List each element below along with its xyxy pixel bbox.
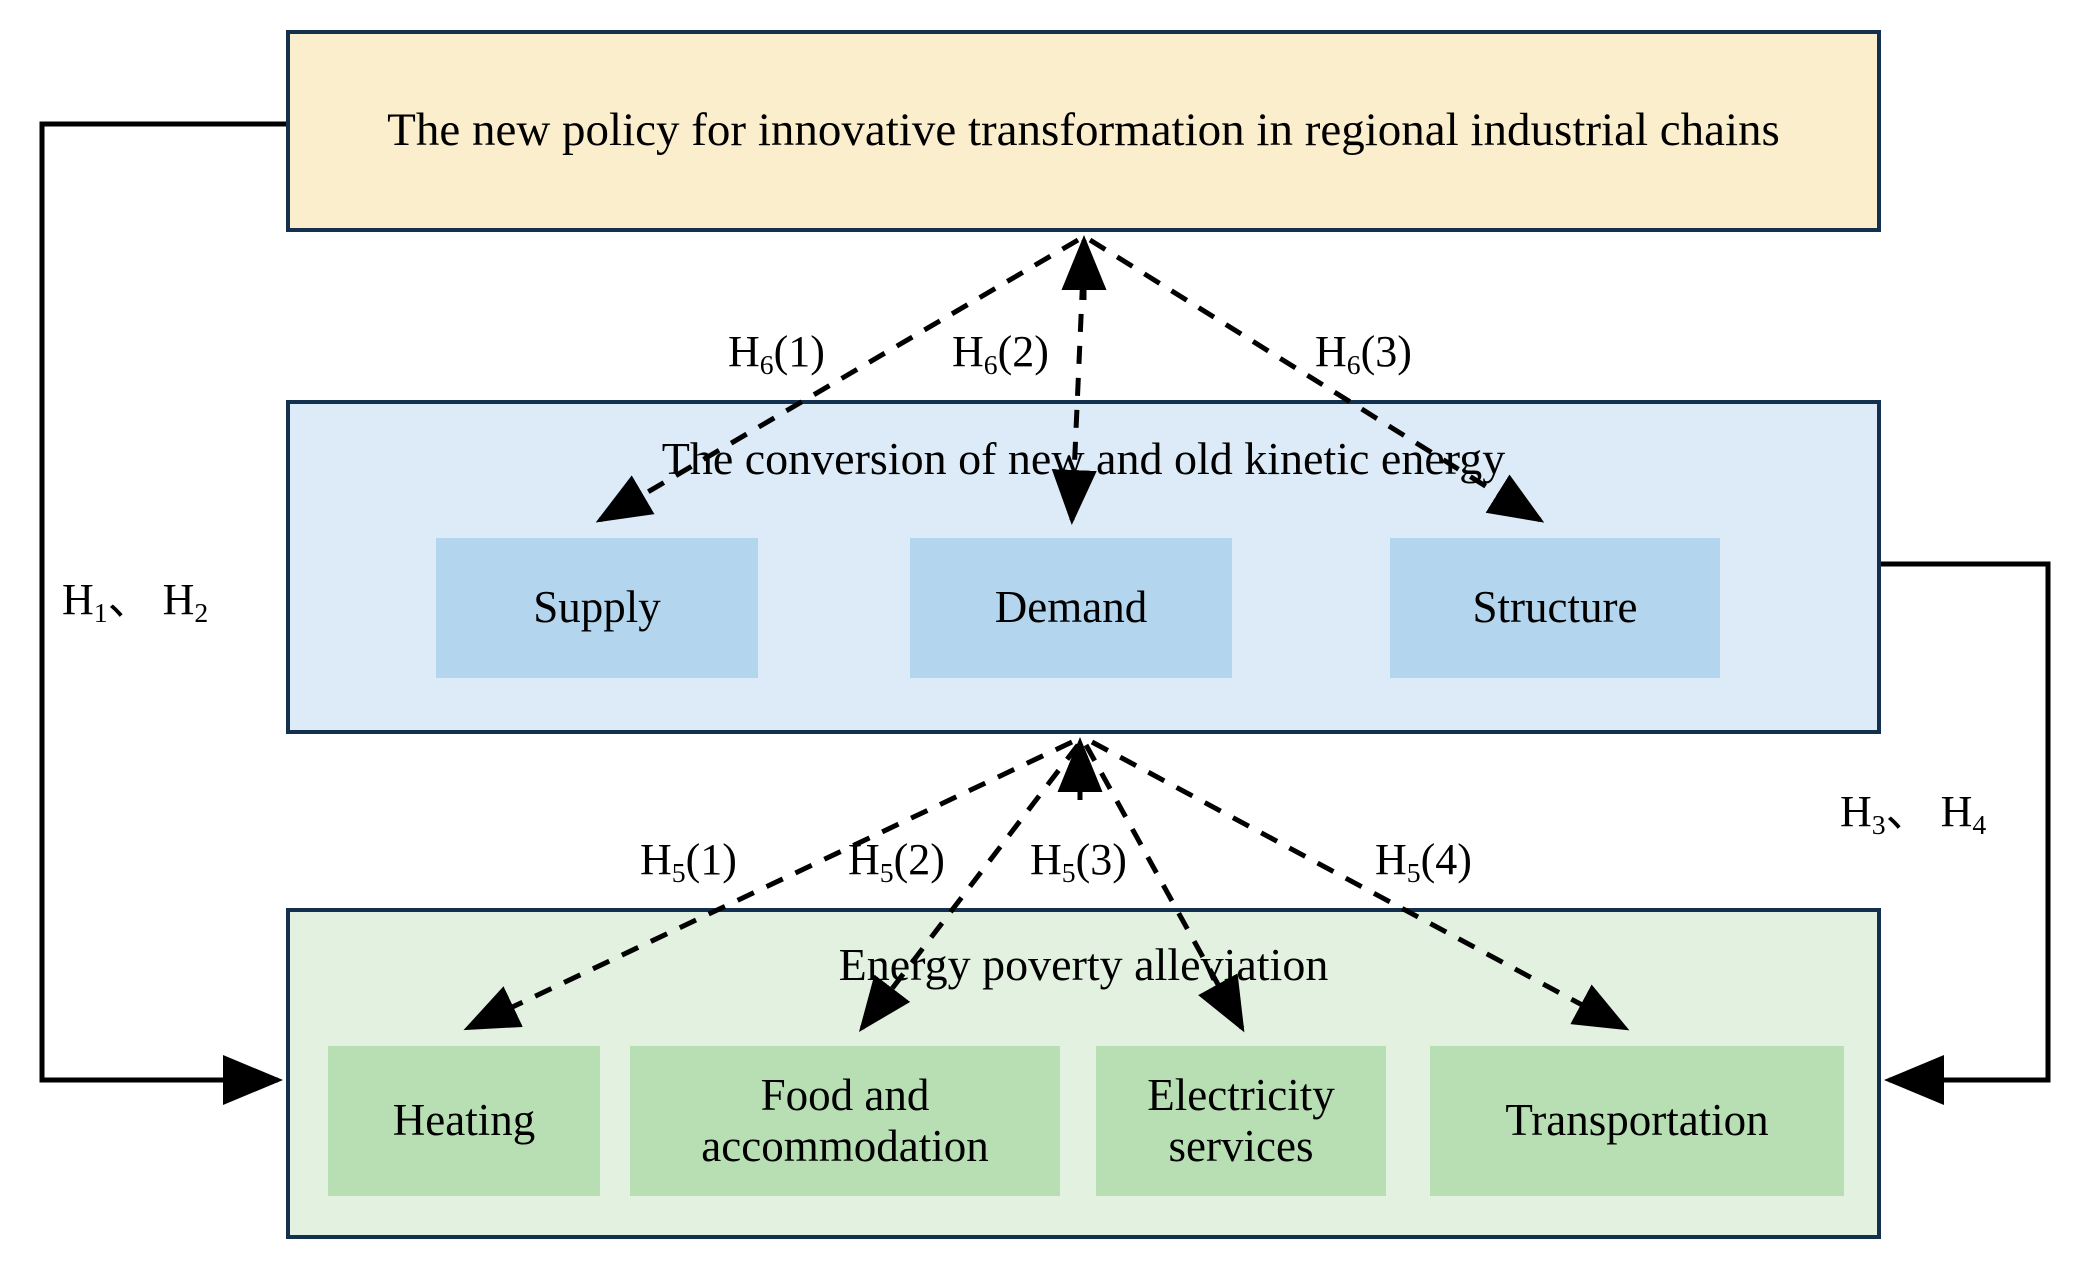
poverty-box-transportation[interactable]: Transportation (1430, 1046, 1844, 1196)
hypothesis-label-h1-h2: H1、 H2 (62, 575, 209, 628)
kinetic-box-demand-label: Demand (994, 582, 1148, 633)
hypothesis-label-h5-4: H5(4) (1375, 835, 1472, 888)
poverty-box-food-and-accommodation-label: Food and accommodation (701, 1069, 989, 1171)
hypothesis-label-h3-h4: H3、 H4 (1840, 787, 1987, 840)
policy-title: The new policy for innovative transforma… (387, 104, 1780, 157)
energy-poverty-title: Energy poverty alleviation (838, 939, 1329, 990)
kinetic-box-structure-label: Structure (1472, 582, 1638, 633)
hypothesis-label-h5-2: H5(2) (848, 835, 945, 888)
h5-1-sub: 5 (671, 856, 686, 888)
h1-h2-separator: 、 (107, 575, 152, 624)
h4-sub: 4 (1972, 808, 1987, 840)
h6-2-sub: 6 (983, 348, 998, 380)
kinetic-box-supply-label: Supply (533, 582, 661, 633)
kinetic-box-supply[interactable]: Supply (436, 538, 758, 678)
h6-1-suffix: (1) (773, 327, 825, 376)
h5-2-sub: 5 (879, 856, 894, 888)
h5-2-base: H (848, 835, 880, 884)
poverty-box-food-and-accommodation[interactable]: Food and accommodation (630, 1046, 1060, 1196)
h6-2-base: H (952, 327, 984, 376)
poverty-box-electricity-services-label: Electricity services (1147, 1069, 1335, 1171)
poverty-box-heating-label: Heating (392, 1095, 536, 1146)
poverty-box-transportation-label: Transportation (1505, 1095, 1769, 1146)
h5-2-suffix: (2) (893, 835, 945, 884)
h6-3-sub: 6 (1346, 348, 1361, 380)
kinetic-box-structure[interactable]: Structure (1390, 538, 1720, 678)
h5-1-suffix: (1) (685, 835, 737, 884)
h5-1-base: H (640, 835, 672, 884)
h6-2-suffix: (2) (997, 327, 1049, 376)
h5-3-suffix: (3) (1075, 835, 1127, 884)
h2-base: H (162, 575, 195, 624)
h5-4-sub: 5 (1406, 856, 1421, 888)
h3-sub: 3 (1871, 808, 1886, 840)
h4-base: H (1940, 787, 1973, 836)
h5-3-base: H (1030, 835, 1062, 884)
poverty-box-electricity-services[interactable]: Electricity services (1096, 1046, 1386, 1196)
h1-sub: 1 (93, 596, 108, 628)
h2-sub: 2 (194, 596, 209, 628)
kinetic-energy-title: The conversion of new and old kinetic en… (661, 433, 1506, 484)
h6-1-base: H (728, 327, 760, 376)
h5-4-suffix: (4) (1420, 835, 1472, 884)
h3-base: H (1840, 787, 1872, 836)
hypothesis-label-h5-1: H5(1) (640, 835, 737, 888)
hypothesis-label-h6-2: H6(2) (952, 327, 1049, 380)
h1-base: H (62, 575, 94, 624)
hypothesis-label-h6-3: H6(3) (1315, 327, 1412, 380)
h5-3-sub: 5 (1061, 856, 1076, 888)
policy-panel: The new policy for innovative transforma… (286, 30, 1881, 232)
h6-1-sub: 6 (759, 348, 774, 380)
kinetic-box-demand[interactable]: Demand (910, 538, 1232, 678)
hypothesis-label-h6-1: H6(1) (728, 327, 825, 380)
h3-h4-separator: 、 (1885, 787, 1930, 836)
h6-3-base: H (1315, 327, 1347, 376)
poverty-box-heating[interactable]: Heating (328, 1046, 600, 1196)
h5-4-base: H (1375, 835, 1407, 884)
hypothesis-label-h5-3: H5(3) (1030, 835, 1127, 888)
h6-3-suffix: (3) (1360, 327, 1412, 376)
